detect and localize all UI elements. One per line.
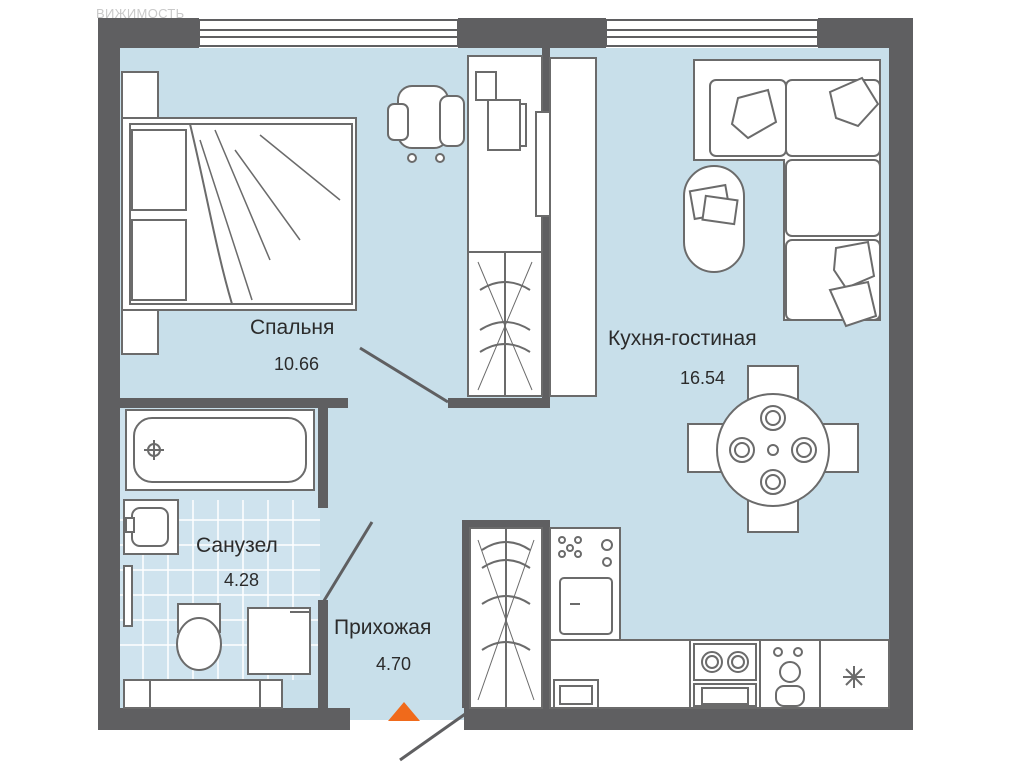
shelf	[535, 57, 597, 397]
bed-icon	[121, 117, 357, 311]
wardrobe-bedroom	[467, 251, 543, 397]
room-area-bathroom: 4.28	[224, 570, 259, 590]
entrance-arrow-icon	[388, 702, 420, 721]
coffee-table	[683, 165, 745, 273]
wardrobe-hallway	[469, 527, 543, 709]
window-right	[605, 19, 819, 47]
watermark: ВИЖИМОСТЬ	[96, 6, 185, 21]
mixer-tap-icon	[773, 647, 805, 707]
bathtub-icon	[125, 409, 315, 491]
room-area-kitchen-living: 16.54	[680, 368, 725, 388]
bathroom-cabinets	[123, 679, 283, 709]
stove-icon	[693, 643, 757, 707]
room-name-kitchen-living: Кухня-гостиная	[608, 327, 757, 350]
door-lines	[320, 346, 469, 762]
room-name-bathroom: Санузел	[196, 534, 278, 557]
interior-walls	[118, 48, 550, 708]
room-area-hallway: 4.70	[376, 654, 411, 674]
stove-top-icon	[558, 536, 613, 567]
sink-icon	[123, 499, 179, 555]
sofa-icon	[693, 59, 881, 328]
window-left	[198, 19, 459, 47]
bedside-tables	[121, 71, 159, 355]
outer-walls	[98, 18, 913, 730]
room-area-bedroom: 10.66	[274, 354, 319, 374]
kitchen-sink-icon	[559, 577, 613, 635]
towel-rail	[123, 565, 133, 627]
room-name-bedroom: Спальня	[250, 316, 334, 339]
laptop-icon	[475, 71, 527, 151]
desk-chair-icon	[387, 85, 465, 163]
kitchen-cabinet	[553, 679, 599, 709]
room-name-hallway: Прихожая	[334, 616, 431, 639]
toilet-icon	[176, 603, 222, 671]
washing-machine-icon	[247, 607, 311, 675]
snowflake-icon	[843, 666, 865, 688]
dining-table-icon	[687, 365, 859, 533]
